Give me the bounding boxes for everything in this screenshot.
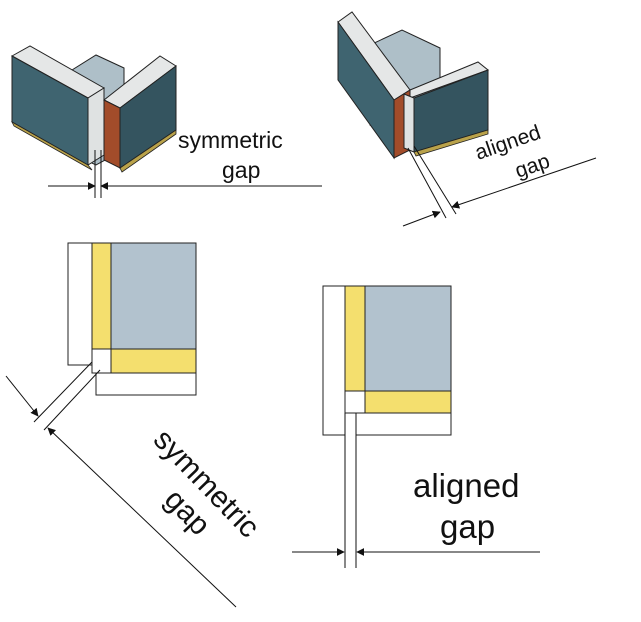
bottom-right-label-line2: gap [440,508,495,545]
blue-gray-block [364,285,452,392]
bottom-right-label-line1: aligned [413,467,519,504]
top-left-dimension [48,150,322,198]
corner-square [344,390,366,414]
top-left-label-line1: symmetric [178,127,283,153]
left-panel-outline [322,285,346,436]
bottom-yellow-strip [110,348,197,374]
right-panel-base [413,129,489,157]
top-right-label-line2: gap [512,150,553,183]
top-right-3d-aligned-corner [337,11,490,160]
bottom-panel-outline [95,372,197,396]
bottom-right-2d-aligned-section [322,285,452,568]
corner-square [91,348,112,374]
right-panel-copper-edge [103,99,121,169]
top-right-dimension [402,145,597,227]
bottom-panel-outline [355,412,452,436]
right-panel-edge [403,93,415,153]
bottom-yellow-strip [364,390,452,414]
left-panel-base [11,121,93,171]
left-yellow-strip [344,285,366,392]
left-panel-outline [67,242,93,366]
bottom-left-2d-symmetric-section [33,242,197,431]
bottom-left-dimension [5,375,237,608]
blue-gray-block [110,242,197,350]
right-panel-base [119,129,177,173]
top-left-3d-symmetric-corner [10,45,177,173]
top-left-label-line2: gap [222,157,260,183]
left-panel-edge [87,87,105,166]
left-yellow-strip [91,242,112,350]
